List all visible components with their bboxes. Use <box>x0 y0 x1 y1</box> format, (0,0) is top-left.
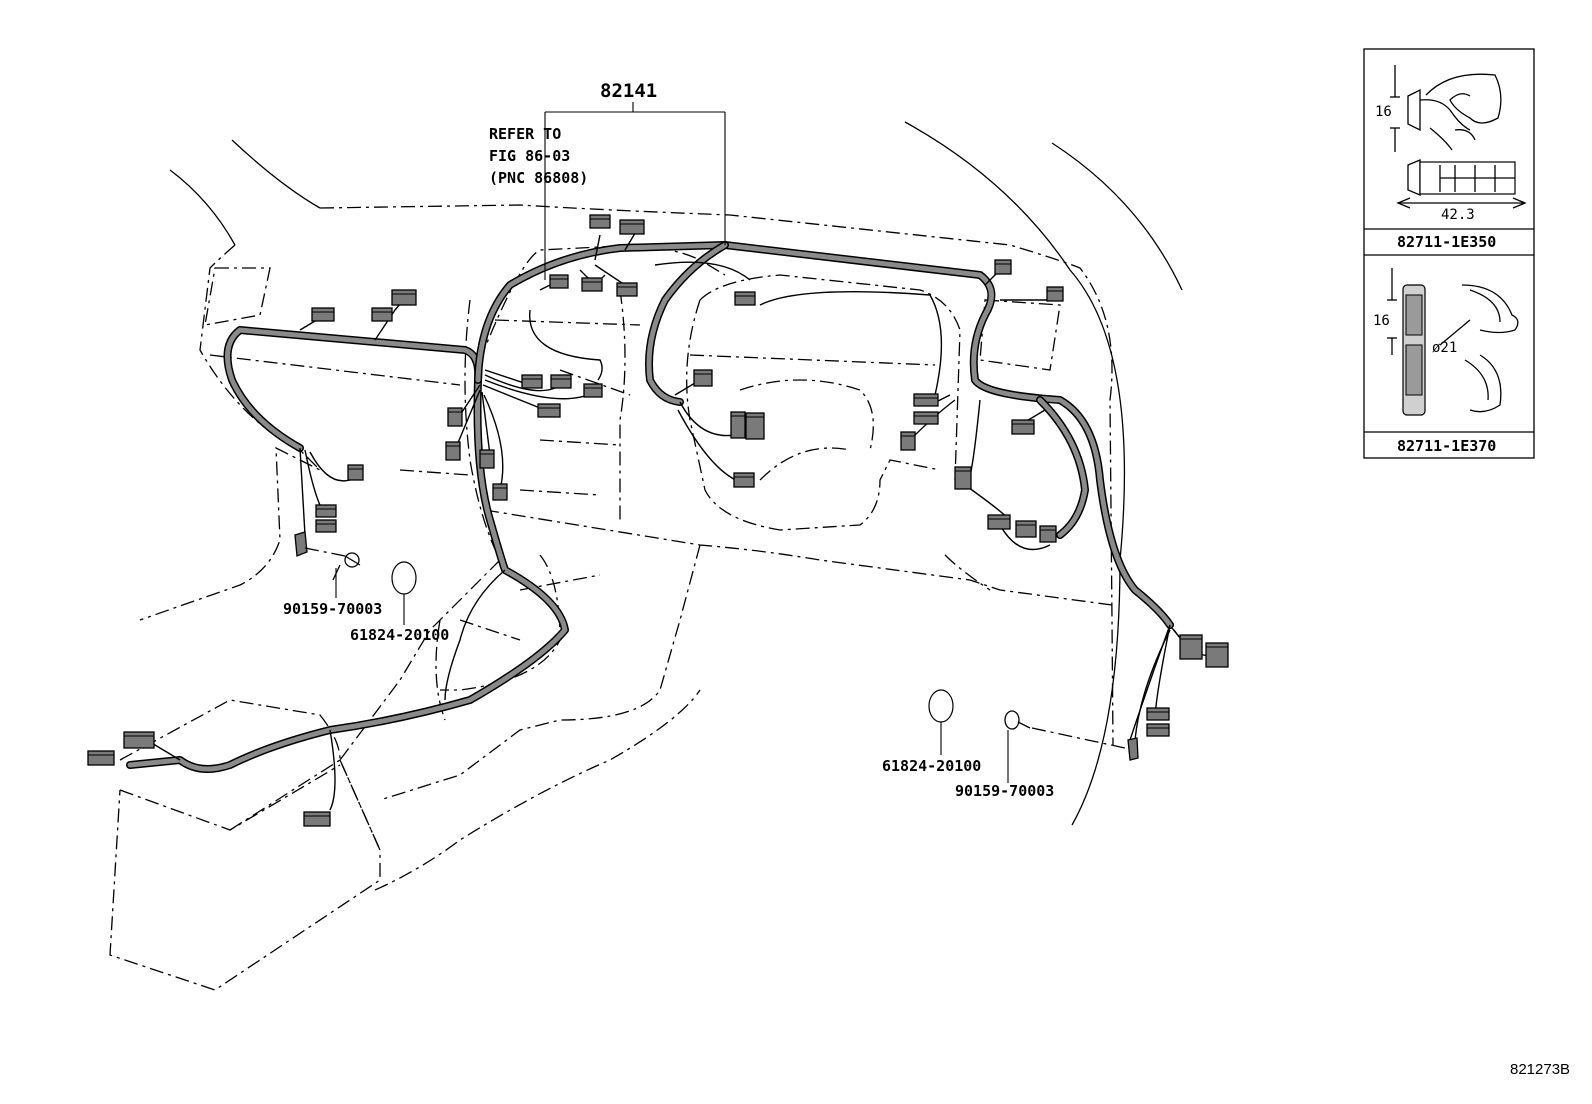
connector-4 <box>581 277 603 292</box>
connector-26 <box>913 411 939 425</box>
leader-lines <box>335 102 1009 783</box>
dim-height-1: 16 <box>1375 104 1392 120</box>
connector-12 <box>537 403 561 418</box>
dim-height-2: 16 <box>1373 313 1390 329</box>
refer-note-line1: REFER TO <box>489 125 561 143</box>
connector-33 <box>1015 520 1037 538</box>
clip-part-number-2: 82711-1E370 <box>1397 437 1496 455</box>
main-part-number: 82141 <box>600 80 657 102</box>
connector-21 <box>693 369 713 387</box>
connector-15 <box>479 449 495 469</box>
hole-plug-left <box>391 561 417 595</box>
connector-38 <box>1146 723 1170 737</box>
connector-6 <box>311 307 335 322</box>
connector-31 <box>1011 419 1035 435</box>
connector-30 <box>1046 286 1064 302</box>
connector-34 <box>1039 525 1057 543</box>
brackets <box>294 531 1139 761</box>
connector-27 <box>900 431 916 451</box>
connector-13 <box>447 407 463 427</box>
callout-hole-plug-left: 61824-20100 <box>350 626 449 644</box>
connector-10 <box>550 374 572 389</box>
connector-1 <box>589 214 611 229</box>
branch-wires <box>149 224 1216 811</box>
connector-9 <box>521 374 543 389</box>
connector-41 <box>303 811 331 827</box>
callout-hole-plug-right: 61824-20100 <box>882 757 981 775</box>
clip-82711-1e350-drawing: 16 42.3 <box>1375 65 1527 223</box>
connector-5 <box>616 282 638 297</box>
connector-7 <box>371 307 393 322</box>
connector-37 <box>1146 707 1170 721</box>
refer-note-line3: (PNC 86808) <box>489 169 588 187</box>
wire-harness-82141 <box>126 241 1174 773</box>
connector-2 <box>619 219 645 235</box>
bracket-left <box>294 531 308 557</box>
dim-diameter-2: ø21 <box>1432 340 1457 356</box>
refer-note-line2: FIG 86-03 <box>489 147 570 165</box>
dashboard-outline <box>109 121 1183 991</box>
inset-box: 16 42.3 82711-1E350 16 ø21 82711-1E370 <box>1363 48 1535 459</box>
connector-23 <box>745 412 765 440</box>
connector-35 <box>1179 634 1203 660</box>
connector-36 <box>1205 642 1229 668</box>
hole-plug-right <box>928 689 954 723</box>
connector-24 <box>733 472 755 488</box>
connector-40 <box>87 750 115 766</box>
connector-20 <box>734 291 756 306</box>
bracket-right <box>1127 737 1139 761</box>
connector-39 <box>123 731 155 749</box>
connector-14 <box>445 441 461 461</box>
connector-group <box>87 214 1229 827</box>
bolt-right <box>1004 710 1126 749</box>
dim-length-1: 42.3 <box>1441 207 1475 223</box>
connector-22 <box>730 411 746 439</box>
connector-18 <box>315 504 337 518</box>
callout-bolt-right: 90159-70003 <box>955 782 1054 800</box>
bolt-left <box>304 547 361 581</box>
connector-28 <box>954 466 972 490</box>
clip-82711-1e370-drawing: 16 ø21 <box>1373 268 1519 416</box>
connector-3 <box>549 274 569 289</box>
connector-17 <box>347 464 364 481</box>
connector-25 <box>913 393 939 407</box>
connector-11 <box>583 383 603 398</box>
connector-19 <box>315 519 337 533</box>
callout-bolt-left: 90159-70003 <box>283 600 382 618</box>
connector-16 <box>492 483 508 501</box>
connector-29 <box>994 259 1012 275</box>
connector-32 <box>987 514 1011 530</box>
connector-8 <box>391 289 417 306</box>
clip-part-number-1: 82711-1E350 <box>1397 233 1496 251</box>
sheet-id: 821273B <box>1510 1061 1570 1078</box>
